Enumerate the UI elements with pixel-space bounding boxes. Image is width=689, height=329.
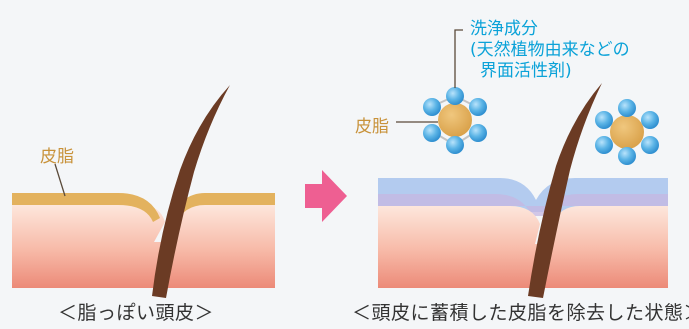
hair-strand-left — [152, 85, 230, 298]
hair-strand-right — [528, 83, 602, 298]
cleanser-label-line2: (天然植物由来などの — [470, 40, 630, 60]
sebum-particle — [438, 103, 472, 137]
cleanser-molecule — [641, 136, 659, 154]
cleanser-molecule — [469, 98, 487, 116]
cleanser-layer-inner — [378, 194, 668, 216]
sebum-particle — [610, 115, 644, 149]
cleanser-pointer — [454, 29, 463, 88]
cleanser-molecule — [423, 124, 441, 142]
cleanser-molecule — [446, 136, 464, 154]
cleanser-molecule — [423, 98, 441, 116]
caption-cleansed-scalp: ＜頭皮に蓄積した皮脂を除去した状態＞ — [352, 302, 689, 324]
oily-scalp-illustration — [12, 85, 275, 298]
sebum-label-left: 皮脂 — [40, 147, 74, 167]
scalp-skin-left — [12, 205, 275, 288]
cleanser-molecule — [641, 111, 659, 129]
cleanser-molecule — [595, 111, 613, 129]
caption-oily-scalp: ＜脂っぽい頭皮＞ — [58, 302, 215, 324]
cleanser-molecule — [618, 99, 636, 117]
sebum-pointer-left — [54, 163, 66, 197]
transition-arrow — [305, 170, 347, 222]
cleanser-molecule — [618, 147, 636, 165]
cleansed-scalp-illustration — [378, 83, 668, 298]
cleanser-label-line3: 界面活性剤) — [480, 61, 572, 81]
cleanser-molecule — [595, 136, 613, 154]
cleanser-label: 洗浄成分 (天然植物由来などの 界面活性剤) — [470, 19, 630, 82]
scalp-skin-right — [378, 206, 668, 288]
cleanser-molecule — [469, 124, 487, 142]
cleanser-micelle — [595, 99, 659, 165]
cleanser-label-line1: 洗浄成分 — [470, 19, 538, 39]
sebum-label-right: 皮脂 — [355, 117, 389, 137]
cleanser-molecule — [446, 87, 464, 105]
sebum-layer-left-right-side — [170, 193, 275, 224]
cleanser-micelle-labeled — [423, 87, 487, 154]
sebum-layer-left — [12, 193, 160, 222]
